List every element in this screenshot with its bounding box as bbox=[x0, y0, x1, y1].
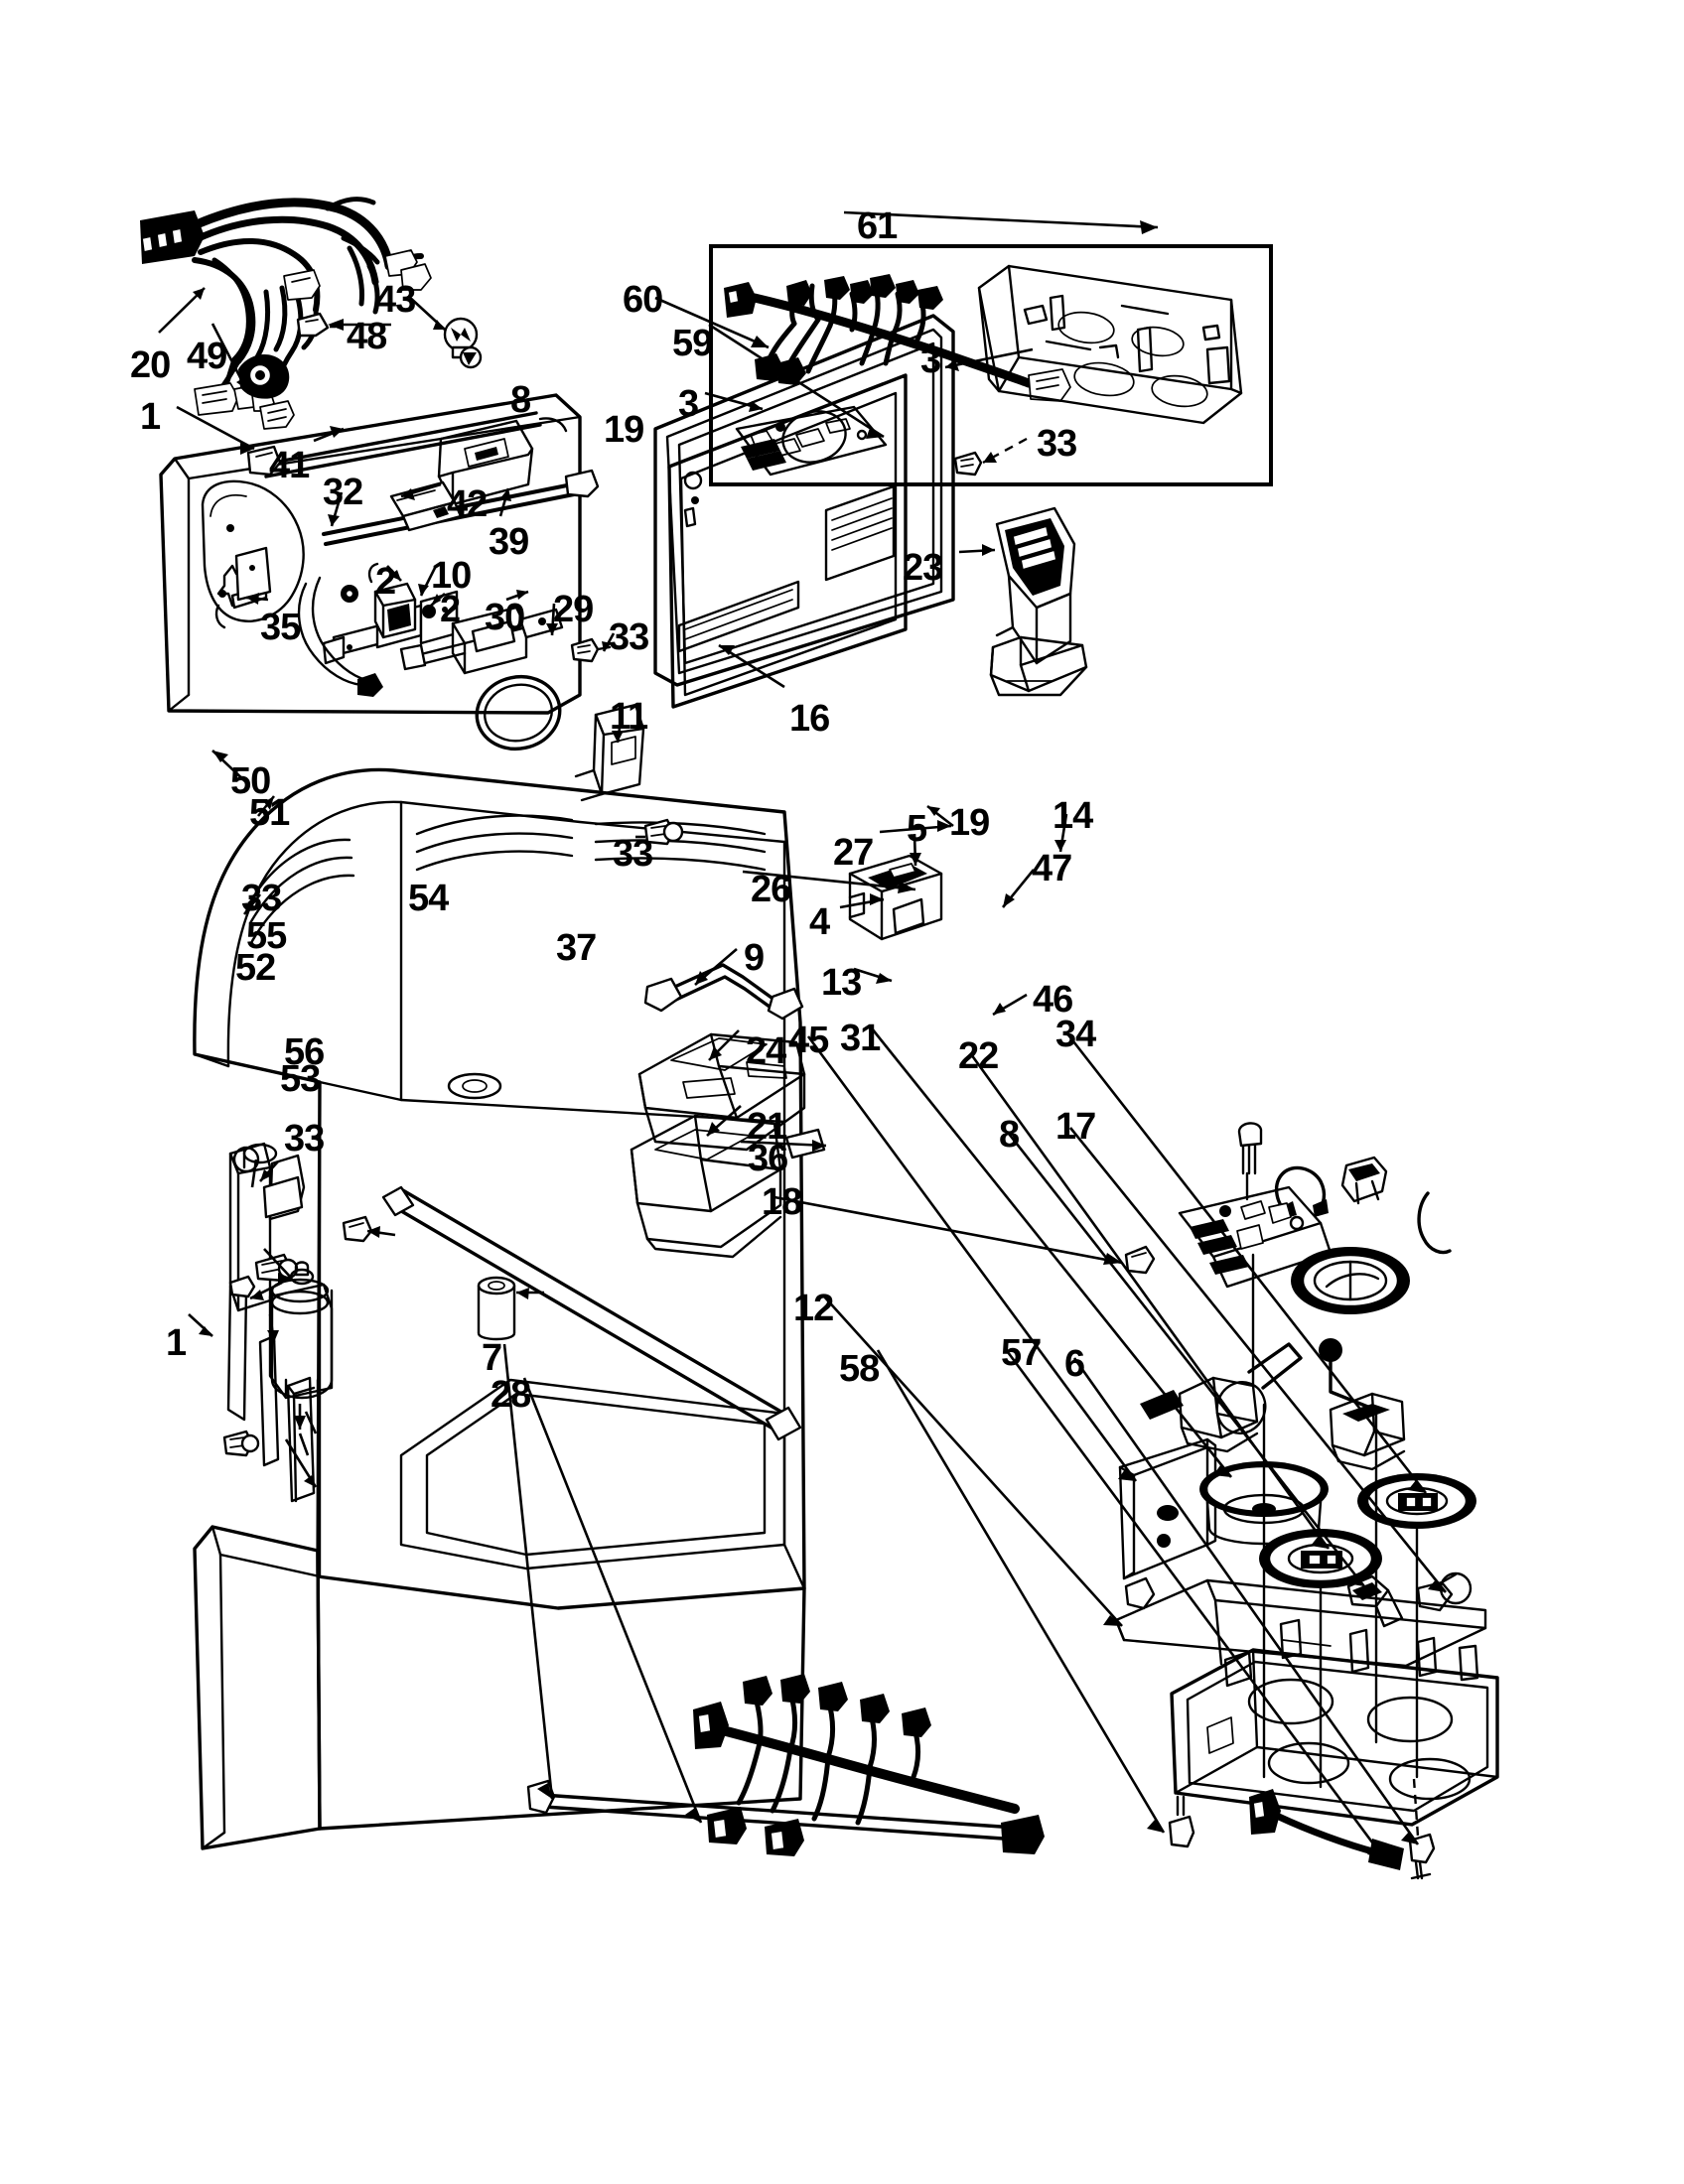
callout-18: 18 bbox=[762, 1181, 802, 1223]
callout-19-upper: 19 bbox=[604, 409, 644, 451]
right-component-cluster bbox=[1140, 1122, 1452, 1471]
callout-10: 10 bbox=[431, 555, 472, 597]
callout-29: 29 bbox=[553, 589, 594, 630]
callout-19-right: 19 bbox=[949, 802, 990, 844]
callout-6: 6 bbox=[1064, 1343, 1085, 1385]
callout-46: 46 bbox=[1033, 979, 1073, 1021]
callout-20: 20 bbox=[130, 344, 171, 386]
base-frame-illustration bbox=[1114, 1403, 1499, 1880]
callout-5: 5 bbox=[907, 808, 927, 850]
lower-harness-illustration bbox=[526, 1674, 1045, 1856]
callout-9: 9 bbox=[744, 937, 765, 979]
callout-8-base: 8 bbox=[999, 1114, 1020, 1156]
callout-28: 28 bbox=[491, 1374, 531, 1416]
callout-11: 11 bbox=[610, 696, 648, 738]
callout-48: 48 bbox=[347, 316, 387, 357]
callout-58: 58 bbox=[839, 1348, 880, 1390]
door-panel-illustration bbox=[653, 314, 983, 709]
callout-36: 36 bbox=[748, 1138, 788, 1179]
callout-17: 17 bbox=[1055, 1106, 1096, 1148]
callout-2-b: 2 bbox=[440, 589, 461, 630]
callout-45: 45 bbox=[788, 1020, 829, 1061]
callout-54: 54 bbox=[408, 878, 449, 919]
callout-31: 31 bbox=[840, 1018, 881, 1059]
callout-2-a: 2 bbox=[375, 561, 396, 603]
callout-35: 35 bbox=[260, 607, 301, 648]
handle-assembly-illustration bbox=[989, 506, 1088, 697]
callout-61: 61 bbox=[857, 205, 898, 247]
callout-51: 51 bbox=[249, 792, 290, 834]
callout-33-vent: 33 bbox=[241, 878, 282, 919]
callout-53: 53 bbox=[280, 1058, 321, 1100]
callout-22: 22 bbox=[958, 1035, 999, 1077]
callout-33-latch: 33 bbox=[609, 616, 649, 658]
callout-49: 49 bbox=[187, 336, 227, 377]
callout-14: 14 bbox=[1052, 795, 1093, 837]
lower-tub-illustration bbox=[193, 767, 806, 1850]
callout-27: 27 bbox=[833, 832, 874, 874]
callout-52: 52 bbox=[235, 947, 276, 989]
callout-8-upper: 8 bbox=[510, 379, 531, 421]
callout-3-left: 3 bbox=[678, 383, 699, 425]
callout-21: 21 bbox=[747, 1106, 787, 1148]
callout-16: 16 bbox=[789, 698, 830, 740]
callout-42: 42 bbox=[447, 483, 488, 525]
callout-60: 60 bbox=[623, 279, 663, 321]
callout-3-right: 3 bbox=[920, 340, 941, 381]
callout-47: 47 bbox=[1032, 848, 1072, 889]
callout-12: 12 bbox=[793, 1288, 834, 1329]
callout-24: 24 bbox=[746, 1030, 786, 1072]
callout-1-upper: 1 bbox=[140, 396, 161, 438]
callout-34: 34 bbox=[1055, 1014, 1096, 1055]
callout-57: 57 bbox=[1001, 1332, 1042, 1374]
callout-33-float: 33 bbox=[613, 833, 653, 875]
callout-1-lower: 1 bbox=[166, 1322, 187, 1364]
callout-23: 23 bbox=[903, 547, 943, 589]
callout-41: 41 bbox=[269, 445, 310, 486]
callout-32: 32 bbox=[323, 472, 363, 513]
middle-parts-illustration bbox=[630, 818, 1156, 1275]
inset-optional-parts-box bbox=[709, 244, 1273, 486]
callout-7: 7 bbox=[482, 1337, 502, 1379]
callout-55: 55 bbox=[246, 915, 287, 957]
upper-liner-illustration bbox=[159, 393, 645, 802]
callout-33-lower: 33 bbox=[284, 1118, 325, 1160]
callout-33-door: 33 bbox=[1037, 423, 1077, 465]
callout-59: 59 bbox=[672, 323, 713, 364]
clip-illustration bbox=[296, 312, 330, 338]
callout-13: 13 bbox=[821, 962, 862, 1004]
callout-43: 43 bbox=[375, 279, 416, 321]
callout-56: 56 bbox=[284, 1031, 325, 1073]
callout-50: 50 bbox=[230, 760, 271, 802]
callout-4: 4 bbox=[809, 901, 830, 943]
callout-26: 26 bbox=[751, 869, 791, 910]
callout-37: 37 bbox=[556, 927, 597, 969]
callout-39: 39 bbox=[489, 521, 529, 563]
callout-30: 30 bbox=[485, 597, 525, 638]
light-bulb-illustration bbox=[443, 317, 483, 369]
